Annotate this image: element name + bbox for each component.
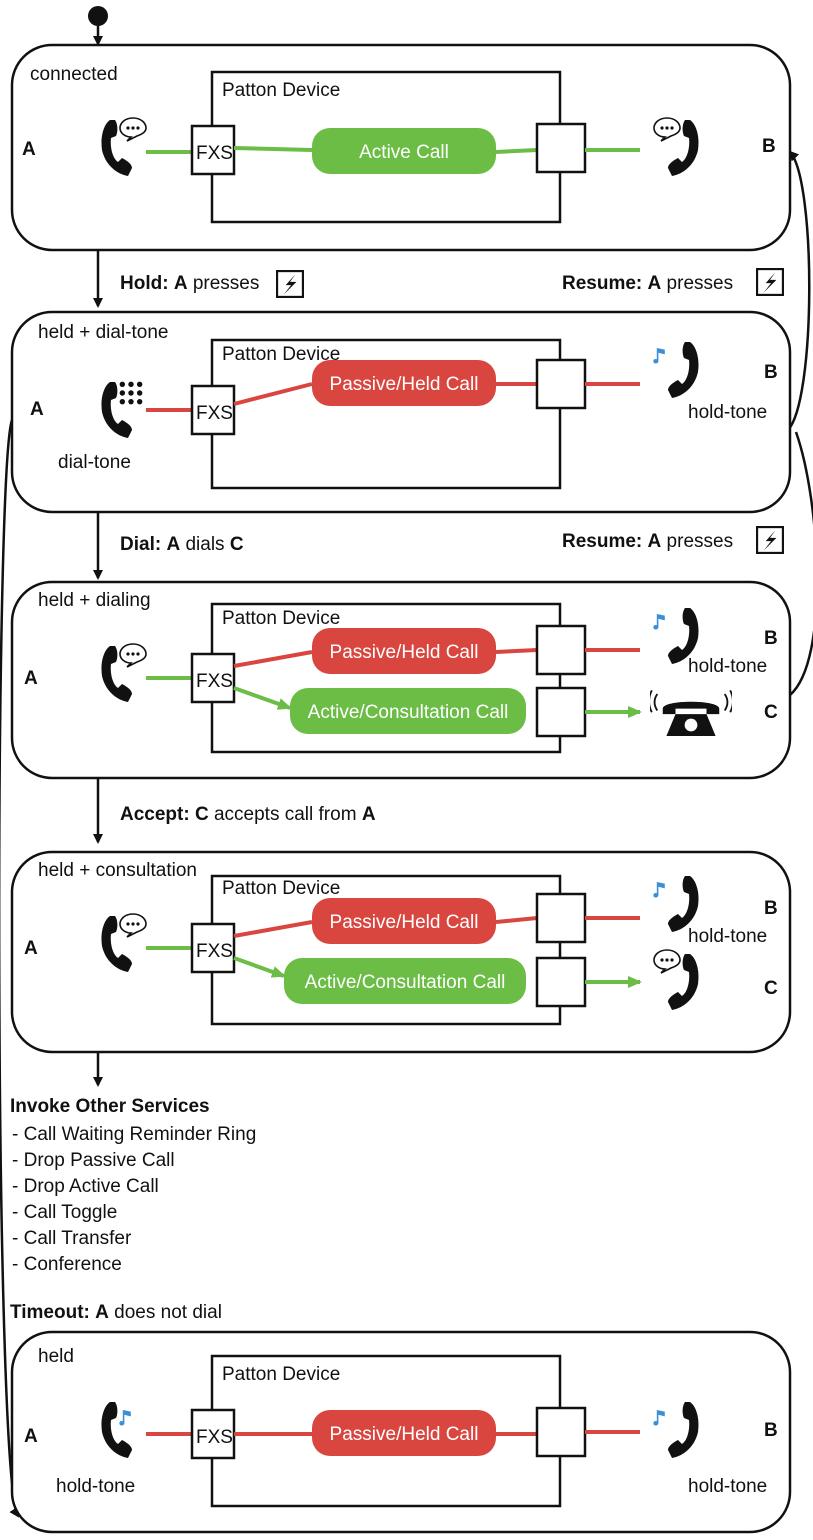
port-b [535, 624, 587, 676]
state-held-consultation: held + consultation Patton Device A B C … [10, 850, 792, 1054]
flash-key-icon [756, 526, 784, 554]
fxs-label: FXS [196, 403, 233, 424]
pill-label: Active/Consultation Call [305, 972, 506, 993]
state-connected: connected Patton Device A B FXS Active C… [10, 43, 792, 252]
port-b [535, 358, 587, 410]
device-label: Patton Device [222, 878, 340, 899]
state-title: held + consultation [38, 860, 197, 881]
hold-transition: Hold: A presses [120, 273, 259, 294]
hold-tone-label: hold-tone [688, 656, 767, 677]
port-b [535, 892, 587, 944]
fxs-label: FXS [196, 143, 233, 164]
state-held-dial-tone: held + dial-tone Patton Device A B dial-… [10, 310, 792, 514]
party-b: B [764, 898, 778, 919]
state-title: held + dialing [38, 590, 151, 611]
fxs-port [190, 384, 236, 436]
hold-tone-label: hold-tone [688, 402, 767, 423]
party-a: A [24, 938, 38, 959]
party-a: A [30, 399, 44, 420]
party-b: B [762, 136, 776, 157]
service-item: - Conference [12, 1254, 122, 1275]
port-c [535, 956, 587, 1008]
flash-key-icon [756, 268, 784, 296]
resume-arrow-1 [787, 150, 811, 431]
service-item: - Call Toggle [12, 1202, 117, 1223]
hold-tone-label: hold-tone [688, 926, 767, 947]
party-c: C [764, 978, 778, 999]
fxs-port [190, 922, 236, 974]
pill-label: Active/Consultation Call [308, 702, 509, 723]
fxs-port [190, 1408, 236, 1460]
resume-transition: Resume: A presses [562, 273, 733, 294]
consultation-call-pill [290, 688, 526, 734]
held-call-pill [312, 360, 496, 406]
fxs-label: FXS [196, 1427, 233, 1448]
service-item: - Drop Active Call [12, 1176, 159, 1197]
hold-tone-label: hold-tone [56, 1476, 135, 1497]
service-item: - Call Transfer [12, 1228, 132, 1249]
state-held-dialing: held + dialing Patton Device A B C FXS P… [10, 580, 792, 780]
pill-label: Active Call [359, 142, 449, 163]
port-b [535, 1406, 587, 1458]
timeout-arrow [0, 419, 20, 1518]
hold-tone-label: hold-tone [688, 1476, 767, 1497]
device-label: Patton Device [222, 344, 340, 365]
state-title: held [38, 1346, 74, 1367]
active-call-pill [312, 128, 496, 174]
state-title: held + dial-tone [38, 322, 168, 343]
pill-label: Passive/Held Call [330, 1424, 479, 1445]
service-item: - Call Waiting Reminder Ring [12, 1124, 256, 1145]
held-call-pill [312, 628, 496, 674]
keypad-icon [119, 381, 143, 405]
party-a: A [24, 668, 38, 689]
party-a: A [24, 1426, 38, 1447]
port-b [535, 122, 587, 174]
device-label: Patton Device [222, 608, 340, 629]
fxs-label: FXS [196, 671, 233, 692]
pill-label: Passive/Held Call [330, 642, 479, 663]
timeout-transition: Timeout: A does not dial [10, 1302, 222, 1323]
party-a: A [22, 139, 36, 160]
party-b: B [764, 362, 778, 383]
fxs-port [190, 652, 236, 704]
dial-tone-label: dial-tone [58, 452, 131, 473]
start-node [88, 6, 108, 26]
resume-transition: Resume: A presses [562, 531, 733, 552]
pill-label: Passive/Held Call [330, 912, 479, 933]
fxs-port [190, 124, 236, 176]
held-call-pill [312, 898, 496, 944]
flash-key-icon [276, 270, 304, 298]
device-label: Patton Device [222, 1364, 340, 1385]
services-title: Invoke Other Services [10, 1096, 210, 1117]
accept-transition: Accept: C accepts call from A [120, 804, 376, 825]
held-call-pill [312, 1410, 496, 1456]
service-item: - Drop Passive Call [12, 1150, 175, 1171]
party-b: B [764, 1420, 778, 1441]
state-title: connected [30, 64, 118, 85]
port-c [535, 686, 587, 738]
pill-label: Passive/Held Call [330, 374, 479, 395]
party-c: C [764, 702, 778, 723]
fxs-label: FXS [196, 941, 233, 962]
resume-arrow-2 [789, 431, 813, 696]
party-b: B [764, 628, 778, 649]
device-label: Patton Device [222, 80, 340, 101]
state-held: held Patton Device A B hold-tone FXS Pas… [10, 1330, 792, 1534]
consultation-call-pill [284, 958, 526, 1004]
dial-transition: Dial: A dials C [120, 534, 244, 555]
